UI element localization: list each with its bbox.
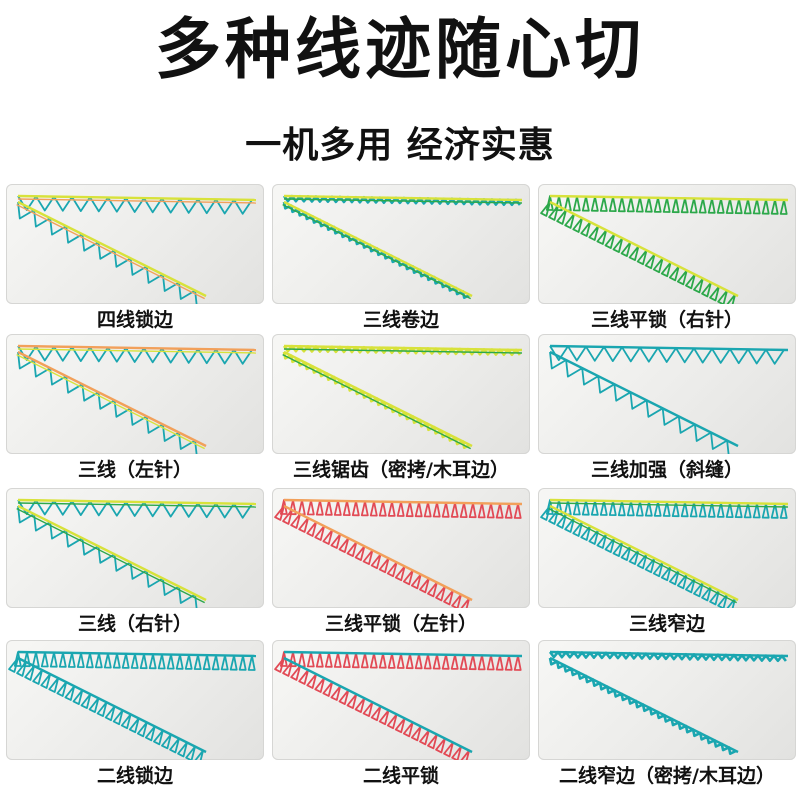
stitch-photo xyxy=(6,488,264,608)
stitch-sample: 三线平锁（左针） xyxy=(272,488,532,638)
stitch-sample: 三线（右针） xyxy=(6,488,266,638)
stitch-illustration xyxy=(274,498,523,608)
stitch-label: 二线锁边 xyxy=(96,765,173,787)
stitch-sample: 二线窄边（密拷/木耳边） xyxy=(538,640,798,790)
stitch-illustration xyxy=(8,650,257,760)
stitch-photo xyxy=(272,640,530,760)
page-title: 多种线迹随心切 xyxy=(155,11,645,88)
stitch-label: 二线平锁 xyxy=(362,765,439,787)
stitch-photo xyxy=(272,334,530,454)
stitch-sample: 二线锁边 xyxy=(6,640,266,790)
stitch-label: 三线平锁（左针） xyxy=(324,613,477,635)
stitch-label: 三线（左针） xyxy=(77,459,192,481)
stitch-sample: 三线加强（斜缝） xyxy=(538,334,798,484)
stitch-photo xyxy=(538,184,796,304)
stitch-label: 三线窄边 xyxy=(628,613,705,635)
stitch-illustration xyxy=(540,194,789,304)
stitch-photo xyxy=(538,334,796,454)
stitch-illustration xyxy=(16,344,257,454)
stitch-label: 二线窄边（密拷/木耳边） xyxy=(559,765,775,787)
stitch-label: 三线（右针） xyxy=(77,613,192,635)
stitch-sample: 三线卷边 xyxy=(272,184,532,334)
stitch-sample: 三线窄边 xyxy=(538,488,798,638)
stitch-sample: 三线（左针） xyxy=(6,334,266,484)
stitch-photo xyxy=(6,334,264,454)
stitch-photo xyxy=(538,640,796,760)
stitch-photo xyxy=(538,488,796,608)
stitch-label: 三线平锁（右针） xyxy=(590,309,743,331)
stitch-sample-grid: 四线锁边 三线卷边 三线平锁（右针） 三线（左针） 三线锯齿（密拷/木耳边） 三… xyxy=(6,184,796,796)
stitch-label: 三线加强（斜缝） xyxy=(590,459,743,481)
stitch-illustration xyxy=(282,194,523,300)
stitch-illustration xyxy=(548,650,789,755)
page-subtitle: 一机多用 经济实惠 xyxy=(245,125,555,166)
stitch-illustration xyxy=(549,344,789,454)
stitch-sample: 三线锯齿（密拷/木耳边） xyxy=(272,334,532,484)
stitch-photo xyxy=(6,640,264,760)
stitch-label: 三线卷边 xyxy=(362,309,439,331)
stitch-photo xyxy=(272,488,530,608)
stitch-label: 四线锁边 xyxy=(96,309,173,331)
stitch-sample: 四线锁边 xyxy=(6,184,266,334)
stitch-photo xyxy=(6,184,264,304)
stitch-illustration xyxy=(282,344,523,450)
stitch-sample: 二线平锁 xyxy=(272,640,532,790)
stitch-photo xyxy=(272,184,530,304)
stitch-label: 三线锯齿（密拷/木耳边） xyxy=(293,459,509,481)
stitch-illustration xyxy=(274,650,523,760)
stitch-sample: 三线平锁（右针） xyxy=(538,184,798,334)
stitch-illustration xyxy=(540,498,789,608)
stitch-illustration xyxy=(16,498,257,608)
stitch-illustration xyxy=(16,194,257,304)
